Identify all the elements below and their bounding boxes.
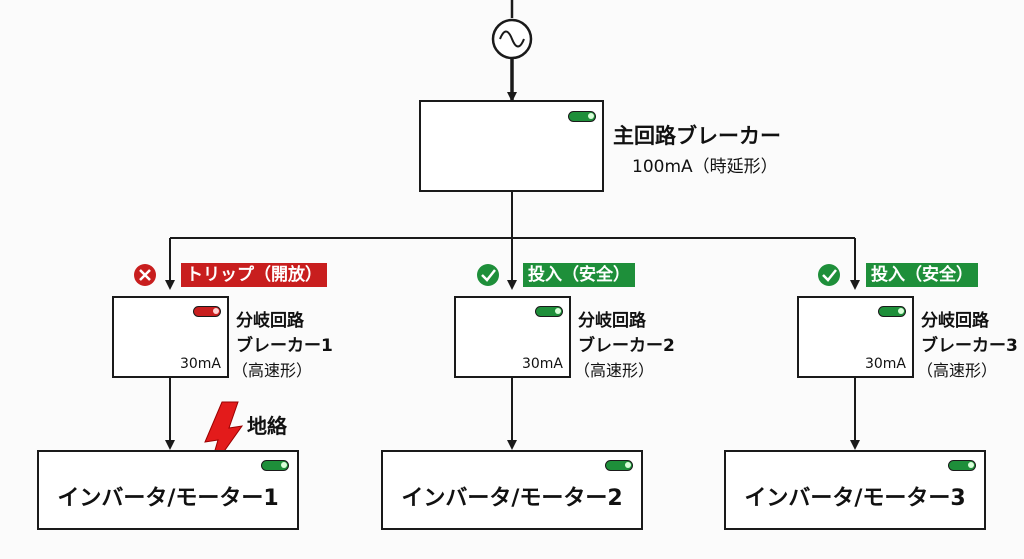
load-label-1: インバータ/モーター1 (57, 486, 279, 511)
status-indicator (535, 306, 563, 317)
load-label-3: インバータ/モーター3 (744, 486, 966, 511)
branch-name-2b: ブレーカー2 (578, 336, 675, 356)
branch-name-1b: ブレーカー1 (236, 336, 333, 356)
load-box-3: インバータ/モーター3 (724, 450, 986, 530)
branch-name-2a: 分岐回路 (578, 311, 646, 331)
status-indicator (261, 460, 289, 471)
check-icon (477, 264, 499, 286)
branch-name-3a: 分岐回路 (921, 311, 989, 331)
branch-name-1a: 分岐回路 (236, 311, 304, 331)
load-label-2: インバータ/モーター2 (401, 486, 623, 511)
status-indicator (605, 460, 633, 471)
breaker-rating: 30mA (864, 356, 906, 372)
branch-type-3: （高速形） (917, 361, 998, 380)
branch-name-3b: ブレーカー3 (921, 336, 1018, 356)
check-icon (818, 264, 840, 286)
load-box-2: インバータ/モーター2 (381, 450, 643, 530)
status-badge-trip: トリップ（開放） (181, 263, 327, 287)
trip-x-icon (134, 264, 156, 286)
status-indicator (193, 306, 221, 317)
breaker-rating: 30mA (521, 356, 563, 372)
load-box-1: インバータ/モーター1 (37, 450, 299, 530)
main-breaker-spec: 100mA（時延形） (632, 157, 778, 177)
status-badge-ok: 投入（安全） (866, 263, 978, 287)
ac-source-icon (491, 0, 533, 60)
fault-label: 地絡 (247, 414, 287, 438)
status-indicator (948, 460, 976, 471)
status-indicator (878, 306, 906, 317)
branch-breaker-3: 30mA (797, 296, 914, 378)
main-breaker-name: 主回路ブレーカー (613, 124, 781, 148)
branch-breaker-2: 30mA (454, 296, 571, 378)
status-badge-ok: 投入（安全） (523, 263, 635, 287)
branch-type-1: （高速形） (232, 361, 313, 380)
branch-breaker-1: 30mA (112, 296, 229, 378)
status-indicator (568, 111, 596, 122)
branch-type-2: （高速形） (574, 361, 655, 380)
breaker-rating: 30mA (179, 356, 221, 372)
main-breaker-box (419, 100, 604, 192)
